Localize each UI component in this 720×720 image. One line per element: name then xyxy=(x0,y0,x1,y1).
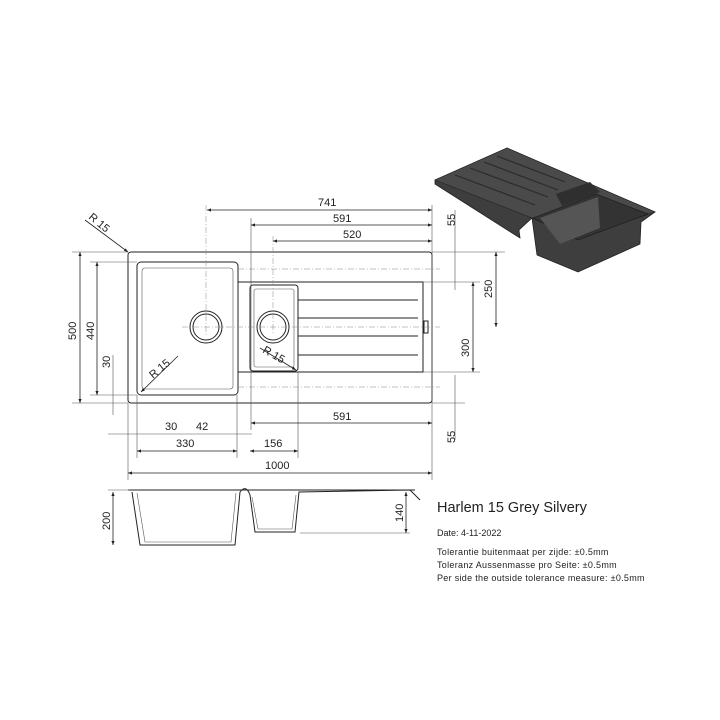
dim-500: 500 xyxy=(67,322,79,340)
dim-250: 250 xyxy=(483,280,495,298)
tolerance-de: Toleranz Aussenmasse pro Seite: ±0.5mm xyxy=(437,560,617,570)
sink-3d-render xyxy=(434,147,656,273)
dim-520: 520 xyxy=(343,229,361,241)
tolerance-en: Per side the outside tolerance measure: … xyxy=(437,573,645,583)
dim-300: 300 xyxy=(460,339,472,357)
dim-55-top: 55 xyxy=(446,214,458,226)
dim-591-top: 591 xyxy=(333,213,351,225)
dim-r15-corner: R 15 xyxy=(86,211,112,235)
dim-r15-small-bowl: R 15 xyxy=(261,344,287,366)
dim-140: 140 xyxy=(394,504,406,522)
dim-30-left: 30 xyxy=(101,356,113,368)
dim-55-bottom: 55 xyxy=(446,431,458,443)
dim-r15-bowl: R 15 xyxy=(147,357,173,381)
dim-200: 200 xyxy=(101,512,113,530)
dim-330: 330 xyxy=(176,438,194,450)
product-title: Harlem 15 Grey Silvery xyxy=(437,500,587,516)
dim-741: 741 xyxy=(318,197,336,209)
sink-top-view xyxy=(72,205,505,480)
dim-156: 156 xyxy=(264,438,282,450)
dim-591-bottom: 591 xyxy=(333,411,351,423)
drawing-date: Date: 4-11-2022 xyxy=(437,528,502,538)
tolerance-nl: Tolerantie buitenmaat per zijde: ±0.5mm xyxy=(437,547,609,557)
dim-42: 42 xyxy=(196,421,208,433)
dim-440: 440 xyxy=(85,322,97,340)
dim-30-bottom: 30 xyxy=(165,421,177,433)
dim-1000: 1000 xyxy=(265,460,289,472)
sink-side-profile: 200 140 xyxy=(101,488,421,546)
